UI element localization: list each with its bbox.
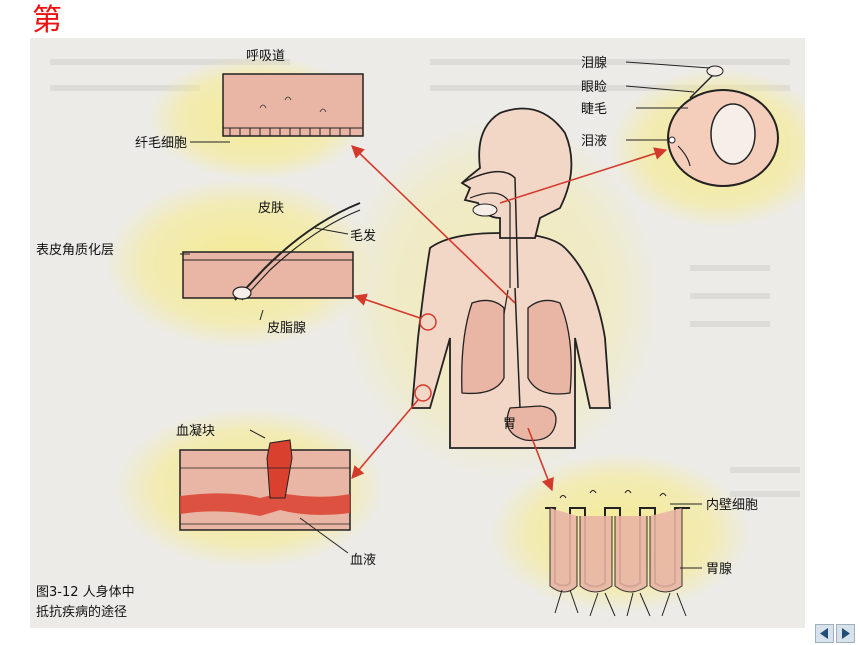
label-sebaceous-gland: 皮脂腺 — [267, 321, 306, 336]
triangle-left-icon — [820, 628, 828, 639]
label-hair: 毛发 — [350, 228, 376, 244]
label-eyelash: 睫毛 — [581, 102, 607, 117]
eye-panel — [625, 61, 779, 187]
airway-panel — [190, 73, 364, 143]
label-keratin-layer: 表皮角质化层 — [36, 243, 114, 258]
defense-arrows — [351, 145, 668, 492]
label-stomach: 胃 — [503, 417, 516, 432]
label-blood: 血液 — [350, 553, 376, 568]
gastric-gland-panel — [545, 490, 702, 617]
label-tear-gland: 泪腺 — [581, 56, 607, 71]
label-inner-wall-cells: 内壁细胞 — [706, 497, 758, 513]
label-airway: 呼吸道 — [246, 49, 285, 64]
figure-caption-line1: 图3-12 人身体中 — [36, 584, 135, 600]
label-blood-clot: 血凝块 — [176, 423, 215, 439]
vertical-title-char-1: 第 — [32, 3, 62, 38]
prev-slide-button[interactable] — [815, 624, 834, 643]
label-gastric-gland: 胃腺 — [706, 562, 732, 577]
label-cilia-cells: 纤毛细胞 — [135, 136, 187, 151]
triangle-right-icon — [842, 628, 850, 639]
label-skin: 皮肤 — [258, 201, 284, 216]
label-eyelid: 眼睑 — [581, 80, 607, 95]
skin-panel — [180, 202, 361, 321]
label-tears: 泪液 — [581, 134, 607, 149]
next-slide-button[interactable] — [836, 624, 855, 643]
human-body — [411, 107, 611, 449]
blood-clot-panel — [179, 429, 351, 554]
figure-drawing: 呼吸道 纤毛细胞 皮肤 毛发 表皮角质化层 皮脂腺 泪腺 眼睑 睫毛 泪液 血凝… — [36, 49, 805, 620]
body-defense-figure: 呼吸道 纤毛细胞 皮肤 毛发 表皮角质化层 皮脂腺 泪腺 眼睑 睫毛 泪液 血凝… — [30, 38, 805, 628]
figure-caption-line2: 抵抗疾病的途径 — [36, 604, 127, 620]
